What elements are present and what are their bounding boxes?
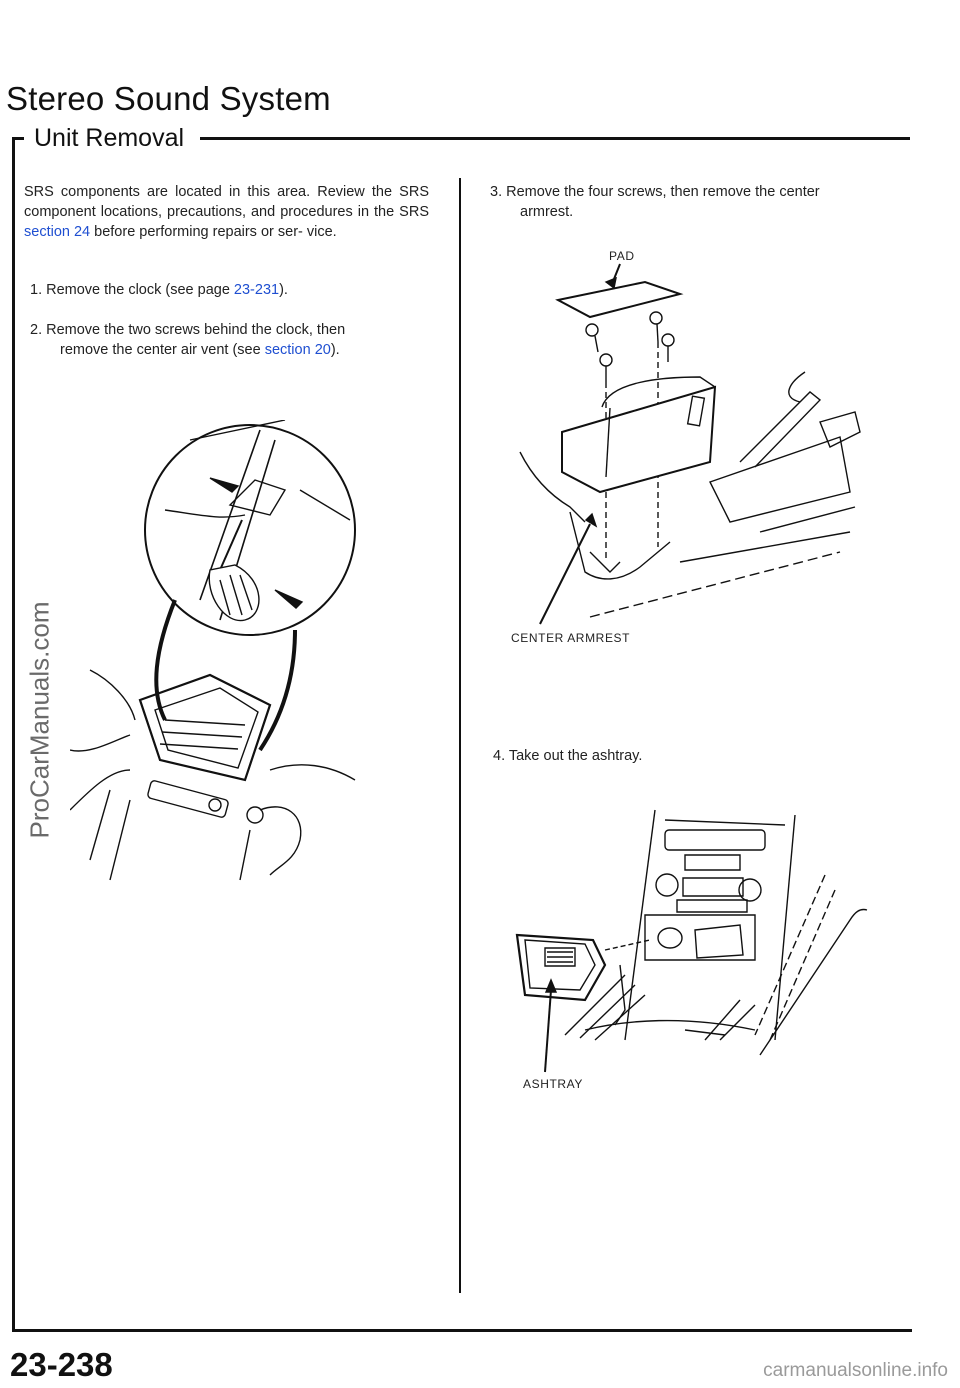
srs-section-link[interactable]: section 24: [24, 224, 91, 240]
ashtray-illustration: [505, 800, 875, 1075]
screw-icon: [650, 312, 662, 342]
step-1-text: 1. Remove the clock (see page: [30, 282, 234, 298]
pad-callout-label: PAD: [609, 249, 635, 263]
section-subtitle: Unit Removal: [34, 124, 185, 152]
screw-icon: [662, 334, 674, 362]
step-4: 4. Take out the ashtray.: [493, 748, 643, 764]
air-vent-removal-illustration: [70, 420, 370, 890]
step-2: 2. Remove the two screws behind the cloc…: [30, 320, 430, 360]
page-number: 23-238: [10, 1346, 113, 1383]
center-armrest-callout-label: CENTER ARMREST: [511, 631, 631, 645]
step-2-end: ).: [330, 342, 340, 358]
srs-warning-text-2: before performing repairs or ser- vice.: [90, 224, 337, 240]
header-rule-tick: [12, 137, 24, 140]
clock-page-link[interactable]: 23-231: [233, 282, 280, 298]
center-armrest-illustration: [510, 262, 880, 634]
step-3: 3. Remove the four screws, then remove t…: [490, 182, 892, 222]
header-rule: [200, 137, 910, 140]
step-2-line-1: 2. Remove the two screws behind the cloc…: [30, 322, 346, 338]
step-3-line-1: 3. Remove the four screws, then remove t…: [490, 184, 820, 200]
step-3-line-2: armrest.: [520, 204, 574, 220]
ashtray-callout-label: ASHTRAY: [523, 1077, 583, 1091]
step-1-end: ).: [279, 282, 288, 298]
step-2-line-2-wrap: remove the center air vent (see section …: [30, 340, 430, 360]
column-divider: [459, 178, 461, 1293]
side-watermark: ProCarManuals.com: [24, 601, 55, 839]
srs-warning-text-1: SRS components are located in this area.…: [24, 184, 429, 220]
air-vent-section-link[interactable]: section 20: [264, 342, 331, 358]
left-border-rule: [12, 137, 15, 1331]
screw-icon: [600, 354, 612, 382]
step-2-line-2: remove the center air vent (see: [60, 342, 265, 358]
bottom-border-rule: [12, 1329, 912, 1332]
srs-warning-paragraph: SRS components are located in this area.…: [24, 182, 429, 242]
step-1: 1. Remove the clock (see page 23-231).: [30, 280, 288, 300]
bottom-watermark: carmanualsonline.info: [763, 1360, 948, 1381]
screw-icon: [586, 324, 598, 352]
page-title: Stereo Sound System: [6, 80, 331, 117]
